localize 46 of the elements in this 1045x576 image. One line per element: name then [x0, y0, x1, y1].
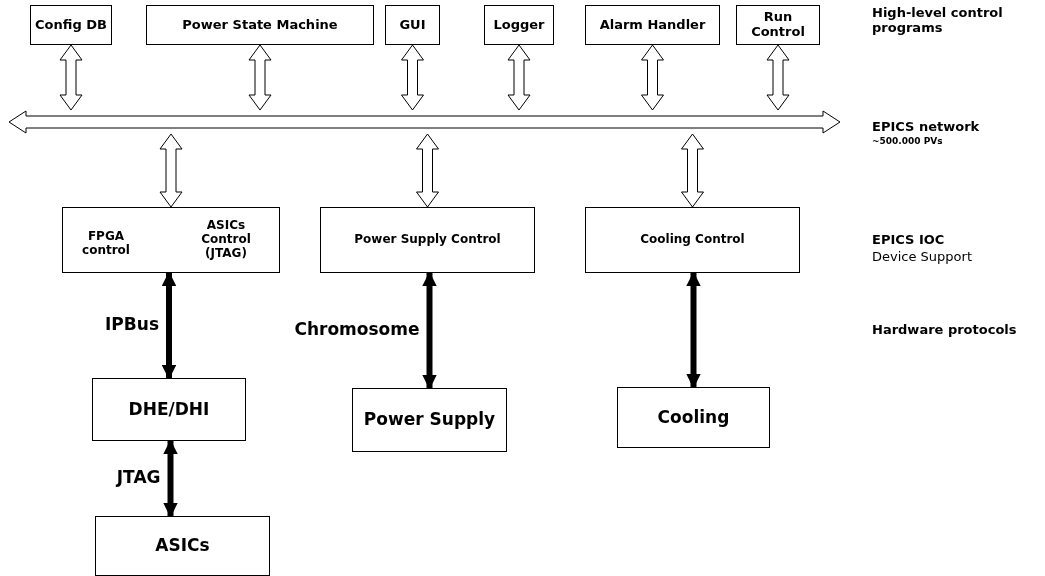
box-label: Power State Machine — [182, 17, 338, 33]
component-box — [585, 207, 800, 273]
double-arrow — [681, 133, 704, 208]
box-label: Alarm Handler — [599, 17, 706, 33]
component-box — [617, 387, 770, 448]
double-arrow — [416, 133, 439, 208]
component-box — [95, 516, 270, 576]
component-box — [484, 5, 554, 45]
double-arrow — [59, 44, 83, 111]
box-label: ASICs — [155, 536, 210, 556]
double-arrow — [507, 44, 531, 111]
box-label: FPGA control — [81, 230, 131, 258]
double-arrow — [159, 133, 183, 208]
layer-label: High-level control programs — [872, 5, 1004, 35]
box-label: GUI — [399, 17, 426, 33]
box-label: Config DB — [35, 17, 107, 33]
double-arrow — [422, 271, 437, 390]
box-label: Power Supply — [363, 410, 496, 430]
component-box — [92, 378, 246, 441]
component-box — [585, 5, 720, 45]
double-arrow — [686, 271, 701, 389]
double-arrow — [401, 44, 424, 111]
box-label: Logger — [493, 17, 545, 33]
layer-label: EPICS network — [872, 119, 980, 134]
component-box — [352, 388, 507, 452]
double-arrow — [766, 44, 790, 111]
layer-label: ~500.000 PVs — [872, 136, 943, 146]
component-box — [146, 5, 374, 45]
component-box — [30, 5, 112, 45]
box-label: Cooling — [657, 407, 730, 428]
double-arrow — [248, 44, 272, 111]
layer-label: Device Support — [872, 249, 972, 264]
box-label: Power Supply Control — [354, 233, 501, 247]
component-box — [62, 207, 280, 273]
layer-label: Hardware protocols — [872, 322, 1017, 337]
component-box — [320, 207, 535, 273]
box-label: Cooling Control — [640, 233, 745, 247]
component-box — [385, 5, 440, 45]
box-label: DHE/DHI — [128, 399, 210, 420]
box-label: Run Control — [750, 10, 806, 40]
double-arrow — [161, 271, 177, 380]
layer-label: EPICS IOC — [872, 232, 945, 247]
double-arrow — [163, 439, 178, 518]
component-box — [736, 5, 820, 45]
double-arrow — [641, 44, 664, 111]
box-label: ASICs Control (JTAG) — [200, 219, 252, 261]
